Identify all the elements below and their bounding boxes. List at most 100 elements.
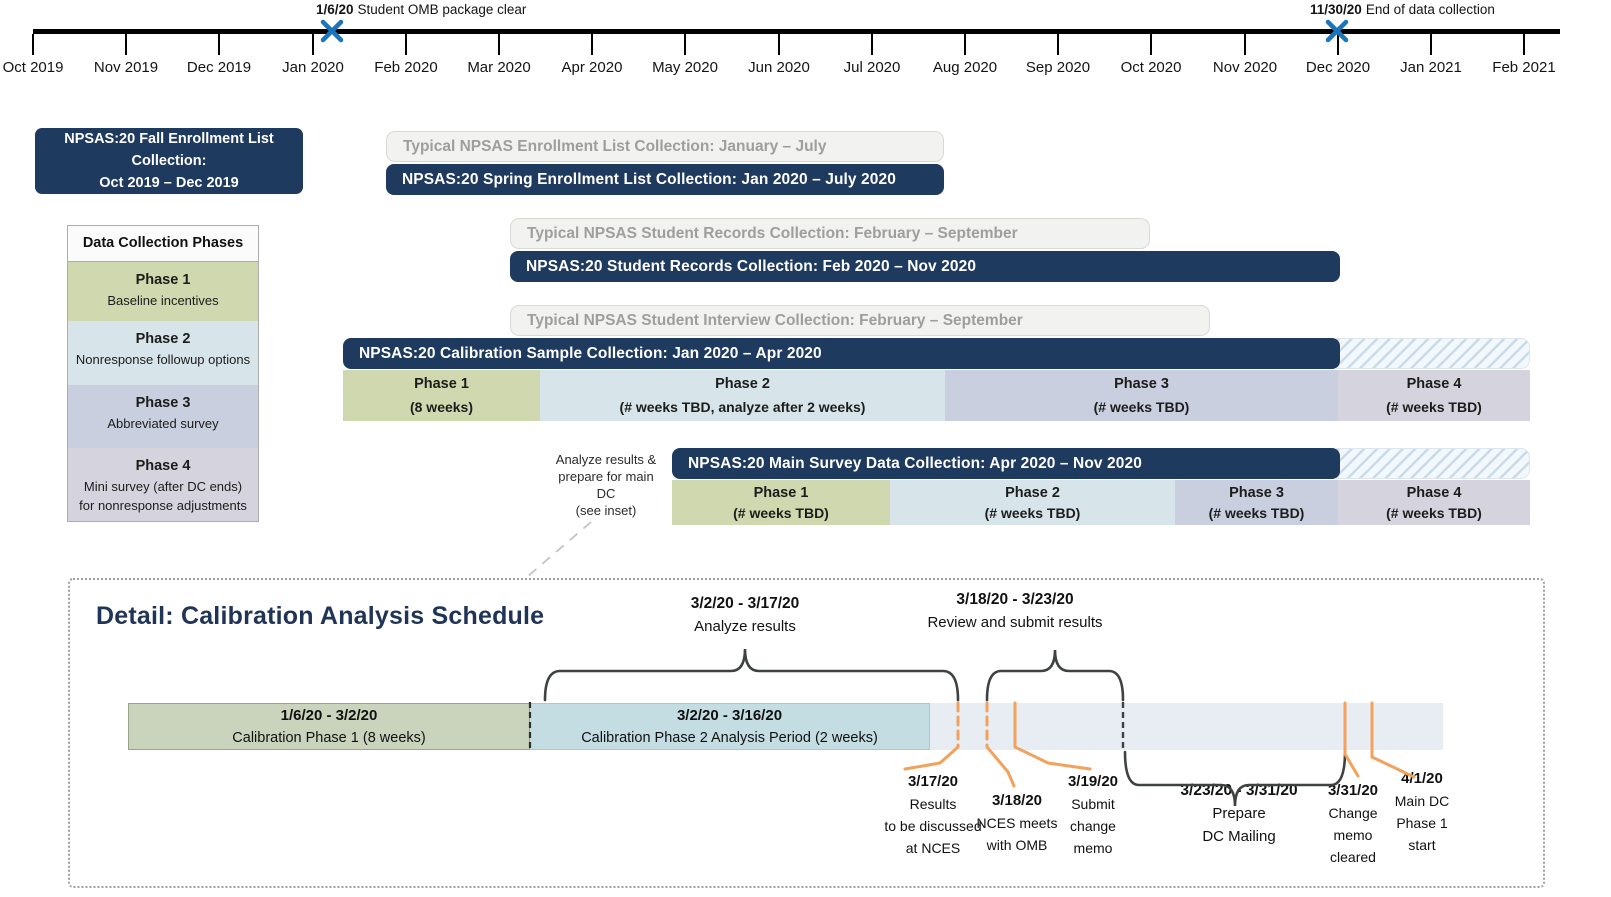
timeline-tick	[684, 34, 686, 55]
bar-label: NPSAS:20 Calibration Sample Collection: …	[359, 344, 822, 362]
calibration-phase1-band: Phase 1 (8 weeks)	[343, 370, 540, 421]
month-label: Mar 2020	[467, 59, 531, 76]
callout-line: memo	[1073, 840, 1113, 856]
callout-date: 4/1/20	[1401, 770, 1443, 787]
timeline-tick	[964, 34, 966, 55]
calibration-phase2-band: Phase 2 (# weeks TBD, analyze after 2 we…	[540, 370, 945, 421]
timeline-tick	[405, 34, 407, 55]
bar-label-line: NPSAS:20 Fall Enrollment List	[64, 131, 274, 147]
note-line: DC	[596, 486, 616, 501]
milestone-date: 11/30/20	[1310, 2, 1362, 17]
phase-sub: (# weeks TBD)	[984, 504, 1081, 521]
legend-phase-desc: Nonresponse followup options	[75, 352, 251, 367]
timeline-tick	[312, 34, 314, 55]
legend-phase-name: Phase 1	[135, 272, 191, 288]
milestone-date: 1/6/20	[316, 2, 354, 17]
timeline-tick	[1057, 34, 1059, 55]
note-line: Analyze results &	[555, 452, 657, 467]
note-to-inset-connector-line	[526, 521, 592, 578]
callout-line: memo	[1333, 827, 1373, 843]
brace-text: Review and submit results	[927, 614, 1103, 631]
phase-title: Phase 4	[1406, 376, 1462, 392]
callout-line: start	[1408, 837, 1436, 853]
milestone-label: Student OMB package clear	[357, 2, 527, 17]
timeline-tick	[1244, 34, 1246, 55]
callout-3-18: 3/18/20 NCES meets with OMB	[957, 790, 1077, 856]
legend-phase-name: Phase 4	[135, 458, 191, 474]
data-collection-phases-legend: Data Collection Phases Phase 1 Baseline …	[67, 225, 259, 522]
month-label: Dec 2020	[1305, 59, 1371, 76]
callout-date: 3/17/20	[907, 773, 959, 790]
milestone-x-icon	[319, 18, 345, 49]
review-submit-brace-label: 3/18/20 - 3/23/20 Review and submit resu…	[910, 588, 1120, 634]
month-label: Dec 2019	[186, 59, 252, 76]
timeline-tick	[1523, 34, 1525, 55]
callout-line: at NCES	[905, 840, 961, 856]
legend-phase-desc: Mini survey (after DC ends)	[83, 479, 243, 494]
inset-bar-label: Calibration Phase 2 Analysis Period (2 w…	[581, 730, 878, 746]
month-label: Jan 2021	[1400, 59, 1462, 76]
callout-line: Results	[909, 796, 957, 812]
bar-label: NPSAS:20 Main Survey Data Collection: Ap…	[688, 454, 1142, 472]
inset-calibration-phase1-bar: 1/6/20 - 3/2/20 Calibration Phase 1 (8 w…	[128, 703, 530, 750]
timeline-tick	[871, 34, 873, 55]
callout-line: Main DC	[1394, 793, 1450, 809]
bar-label: NPSAS:20 Student Records Collection: Feb…	[526, 257, 977, 275]
bar-label: NPSAS:20 Spring Enrollment List Collecti…	[402, 170, 896, 188]
callout-4-1: 4/1/20 Main DC Phase 1 start	[1372, 768, 1472, 856]
callout-line: Change	[1328, 805, 1378, 821]
note-line: prepare for main	[558, 469, 654, 484]
brace-text: Prepare	[1212, 805, 1266, 822]
timeline-tick	[778, 34, 780, 55]
month-label: Jun 2020	[748, 59, 810, 76]
inset-title: Detail: Calibration Analysis Schedule	[96, 602, 545, 630]
inset-calibration-phase2-bar: 3/2/20 - 3/16/20 Calibration Phase 2 Ana…	[530, 703, 930, 750]
main-phase1-band: Phase 1 (# weeks TBD)	[672, 480, 890, 525]
milestone-label: End of data collection	[1365, 2, 1495, 17]
month-label: May 2020	[652, 59, 718, 76]
legend-phase2: Phase 2 Nonresponse followup options	[68, 321, 258, 385]
legend-phase-name: Phase 2	[135, 331, 191, 347]
analyze-results-note: Analyze results & prepare for main DC (s…	[545, 451, 667, 519]
phase-sub: (8 weeks)	[409, 399, 474, 415]
main-survey-bar: NPSAS:20 Main Survey Data Collection: Ap…	[672, 448, 1340, 479]
month-label: Feb 2021	[1492, 59, 1556, 76]
legend-phase1: Phase 1 Baseline incentives	[68, 262, 258, 321]
timeline-tick	[591, 34, 593, 55]
callout-line: to be discussed	[884, 818, 982, 834]
timeline-tick	[1150, 34, 1152, 55]
fall-enrollment-bar: NPSAS:20 Fall Enrollment List Collection…	[35, 128, 303, 194]
month-label: Aug 2020	[932, 59, 998, 76]
legend-phase-desc: Baseline incentives	[107, 293, 219, 308]
callout-line: change	[1070, 818, 1116, 834]
inset-bar-dates: 1/6/20 - 3/2/20	[280, 707, 378, 724]
month-label: Jul 2020	[843, 59, 901, 76]
bar-label-line: Oct 2019 – Dec 2019	[99, 175, 239, 191]
brace-dates: 3/18/20 - 3/23/20	[956, 591, 1074, 608]
prepare-mailing-brace-label: 3/23/20 - 3/31/20 Prepare DC Mailing	[1149, 779, 1329, 848]
callout-line: NCES meets	[976, 815, 1058, 831]
callout-date: 3/19/20	[1067, 773, 1119, 790]
month-label: Oct 2020	[1120, 59, 1182, 76]
legend-phase-name: Phase 3	[135, 395, 191, 411]
phase-sub: (# weeks TBD)	[1093, 399, 1190, 415]
phase-sub: (# weeks TBD)	[1386, 399, 1482, 415]
timeline-axis	[33, 29, 1560, 34]
brace-dates: 3/23/20 - 3/31/20	[1180, 782, 1298, 799]
note-line: (see inset)	[575, 503, 637, 518]
callout-date: 3/18/20	[991, 792, 1043, 809]
month-label: Nov 2019	[93, 59, 159, 76]
main-phase4-band: Phase 4 (# weeks TBD)	[1338, 480, 1530, 525]
phase-title: Phase 2	[1005, 484, 1060, 501]
phase-title: Phase 2	[715, 376, 770, 392]
bar-label-line: Collection:	[131, 153, 207, 169]
typical-enrollment-bar: Typical NPSAS Enrollment List Collection…	[386, 131, 944, 162]
timeline-tick	[32, 34, 34, 55]
phase-title: Phase 3	[1114, 376, 1169, 392]
main-phase3-band: Phase 3 (# weeks TBD)	[1175, 480, 1338, 525]
month-label: Apr 2020	[561, 59, 623, 76]
calibration-phase4-band: Phase 4 (# weeks TBD)	[1338, 370, 1530, 421]
